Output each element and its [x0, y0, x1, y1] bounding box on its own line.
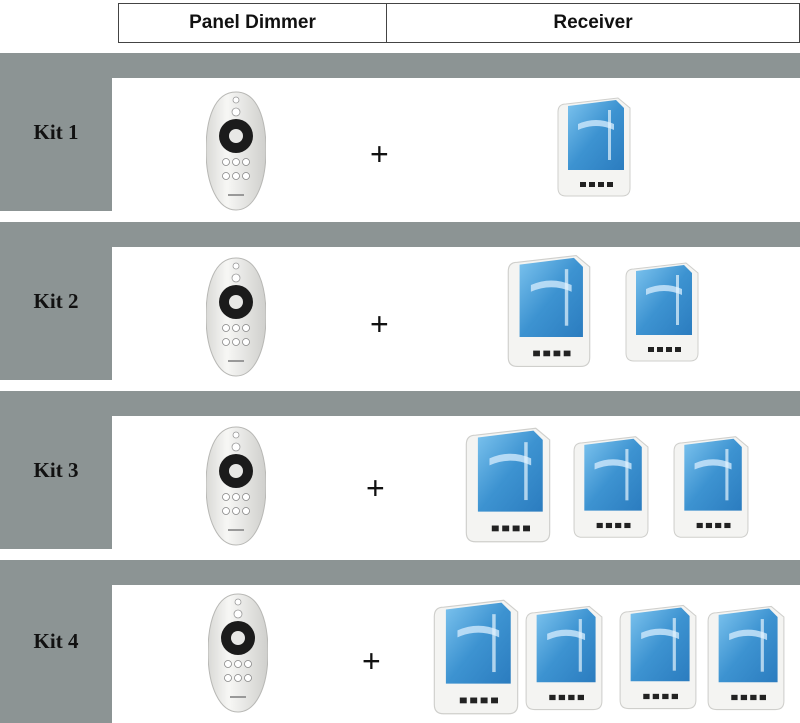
table-header: Panel Dimmer Receiver: [118, 3, 800, 43]
kit-3-receiver-image: [573, 436, 649, 538]
kit-2-receiver-image: [507, 254, 591, 368]
kit-1-label-block: Kit 1: [0, 53, 112, 211]
kit-3-plus: +: [366, 470, 385, 506]
kit-3-band: [0, 391, 800, 416]
kit-1-band: [0, 53, 800, 78]
kit-1-plus: +: [370, 136, 389, 172]
kit-3-label: Kit 3: [33, 457, 79, 482]
kit-4-receiver-image: [707, 605, 785, 711]
kit-4-remote-image: [208, 593, 268, 713]
kit-3-receiver-image: [465, 427, 551, 543]
header-panel-dimmer: Panel Dimmer: [118, 3, 387, 43]
kit-1-remote-image: [206, 91, 266, 211]
kit-1-label: Kit 1: [33, 119, 79, 144]
kit-4-receiver-image: [619, 604, 697, 710]
kit-2-label-block: Kit 2: [0, 222, 112, 380]
header-receiver: Receiver: [387, 3, 800, 43]
kit-4-receiver-image: [433, 599, 519, 715]
kit-3-receiver-image: [673, 436, 749, 538]
kit-3-label-block: Kit 3: [0, 391, 112, 549]
kit-4-label-block: Kit 4: [0, 560, 112, 723]
kit-2-label: Kit 2: [33, 288, 79, 313]
kit-2-receiver-image: [625, 262, 699, 362]
kit-4-label: Kit 4: [33, 629, 79, 653]
kit-1-receiver-image: [557, 97, 631, 197]
kit-2-remote-image: [206, 257, 266, 377]
kit-4-band: [0, 560, 800, 585]
kit-2-plus: +: [370, 306, 389, 342]
kit-4-plus: +: [362, 643, 381, 679]
kit-2-band: [0, 222, 800, 247]
kit-3-remote-image: [206, 426, 266, 546]
kit-4-receiver-image: [525, 605, 603, 711]
